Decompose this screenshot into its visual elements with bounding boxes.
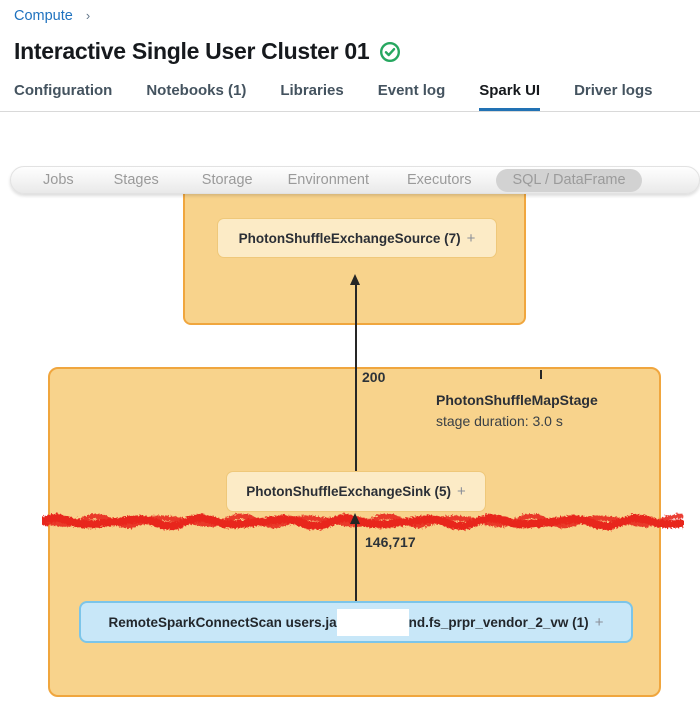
node-label-suffix: nd.fs_prpr_vendor_2_vw (1) — [408, 614, 589, 630]
tab-event-log[interactable]: Event log — [377, 82, 446, 99]
edge-line-sink-to-source — [355, 283, 357, 471]
node-label: PhotonShuffleExchangeSink (5) — [246, 484, 451, 499]
tab-notebooks[interactable]: Notebooks (1) — [146, 82, 247, 99]
stage-caption: PhotonShuffleMapStage stage duration: 3.… — [436, 392, 598, 429]
expand-plus-icon[interactable]: + — [457, 483, 466, 500]
node-label-prefix: RemoteSparkConnectScan users.ja — [108, 614, 337, 630]
running-status-check-icon — [379, 41, 401, 63]
spark-ui-nav-bar: Jobs Stages Storage Environment Executor… — [10, 166, 700, 194]
cluster-tab-bar: Configuration Notebooks (1) Libraries Ev… — [0, 78, 700, 112]
spark-tab-jobs[interactable]: Jobs — [43, 172, 74, 188]
edge-row-count-label: 146,717 — [365, 534, 416, 550]
stage-duration: stage duration: 3.0 s — [436, 413, 563, 429]
spark-tab-stages[interactable]: Stages — [113, 172, 159, 188]
expand-plus-icon[interactable]: + — [594, 613, 604, 631]
header-area: Compute › Interactive Single User Cluste… — [0, 0, 700, 160]
node-label: PhotonShuffleExchangeSource (7) — [238, 230, 461, 246]
spark-tab-executors[interactable]: Executors — [407, 172, 472, 188]
page-title: Interactive Single User Cluster 01 — [14, 38, 370, 64]
remote-spark-connect-scan-node[interactable]: RemoteSparkConnectScan users.ja nd.fs_prp… — [79, 601, 633, 643]
photon-shuffle-exchange-source-node[interactable]: PhotonShuffleExchangeSource (7) + — [217, 218, 497, 258]
spark-tab-sql-dataframe-selected[interactable]: SQL / DataFrame — [496, 168, 642, 192]
arrow-up-icon — [350, 274, 360, 285]
stage-name: PhotonShuffleMapStage — [436, 392, 598, 408]
expand-plus-icon[interactable]: + — [466, 229, 476, 247]
title-row: Interactive Single User Cluster 01 — [14, 38, 401, 65]
chevron-right-icon: › — [85, 8, 91, 23]
photon-shuffle-exchange-sink-node[interactable]: PhotonShuffleExchangeSink (5) + — [226, 471, 486, 512]
spark-tab-environment[interactable]: Environment — [287, 172, 369, 188]
tab-configuration[interactable]: Configuration — [14, 82, 113, 99]
tab-spark-ui[interactable]: Spark UI — [479, 78, 541, 111]
breadcrumb: Compute › — [14, 8, 90, 24]
tab-driver-logs[interactable]: Driver logs — [574, 82, 653, 99]
white-redaction-patch — [336, 608, 409, 636]
tab-libraries[interactable]: Libraries — [280, 82, 344, 99]
edge-stub-line — [540, 370, 542, 379]
spark-tab-storage[interactable]: Storage — [201, 172, 253, 188]
edge-row-count-label: 200 — [362, 369, 386, 385]
edge-line-scan-to-sink — [355, 523, 357, 601]
breadcrumb-compute-link[interactable]: Compute — [14, 8, 73, 24]
